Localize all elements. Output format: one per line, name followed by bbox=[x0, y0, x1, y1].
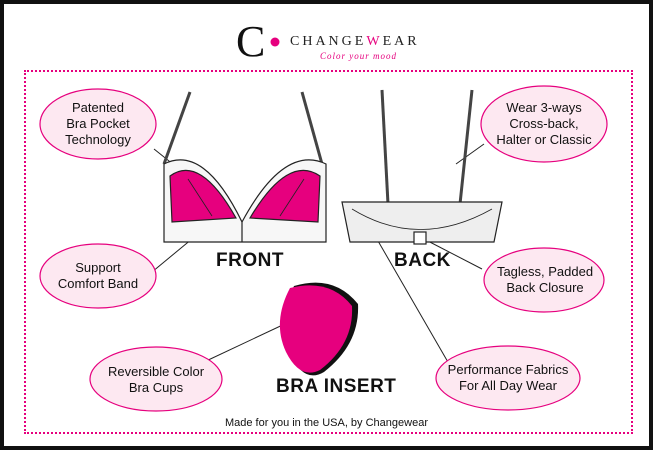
brand-header: C CHANGEWEAR Color your mood bbox=[4, 4, 649, 64]
brand-tagline: Color your mood bbox=[320, 51, 398, 61]
back-label: BACK bbox=[394, 250, 451, 271]
callout-ellipses bbox=[39, 85, 608, 412]
svg-text:C: C bbox=[236, 17, 265, 64]
dotted-border bbox=[24, 70, 633, 434]
front-label: FRONT bbox=[216, 250, 284, 271]
logo-dot bbox=[270, 37, 280, 47]
changewear-logo: C bbox=[236, 17, 280, 64]
bra-insert-drawing bbox=[279, 282, 359, 376]
bra-insert-label: BRA INSERT bbox=[276, 376, 397, 397]
back-bra-drawing bbox=[341, 89, 503, 245]
front-bra-drawing bbox=[162, 91, 327, 243]
footer-note: Made for you in the USA, by Changewear bbox=[224, 417, 428, 429]
brand-name: CHANGEWEAR bbox=[290, 34, 420, 49]
product-illustration bbox=[39, 85, 608, 412]
